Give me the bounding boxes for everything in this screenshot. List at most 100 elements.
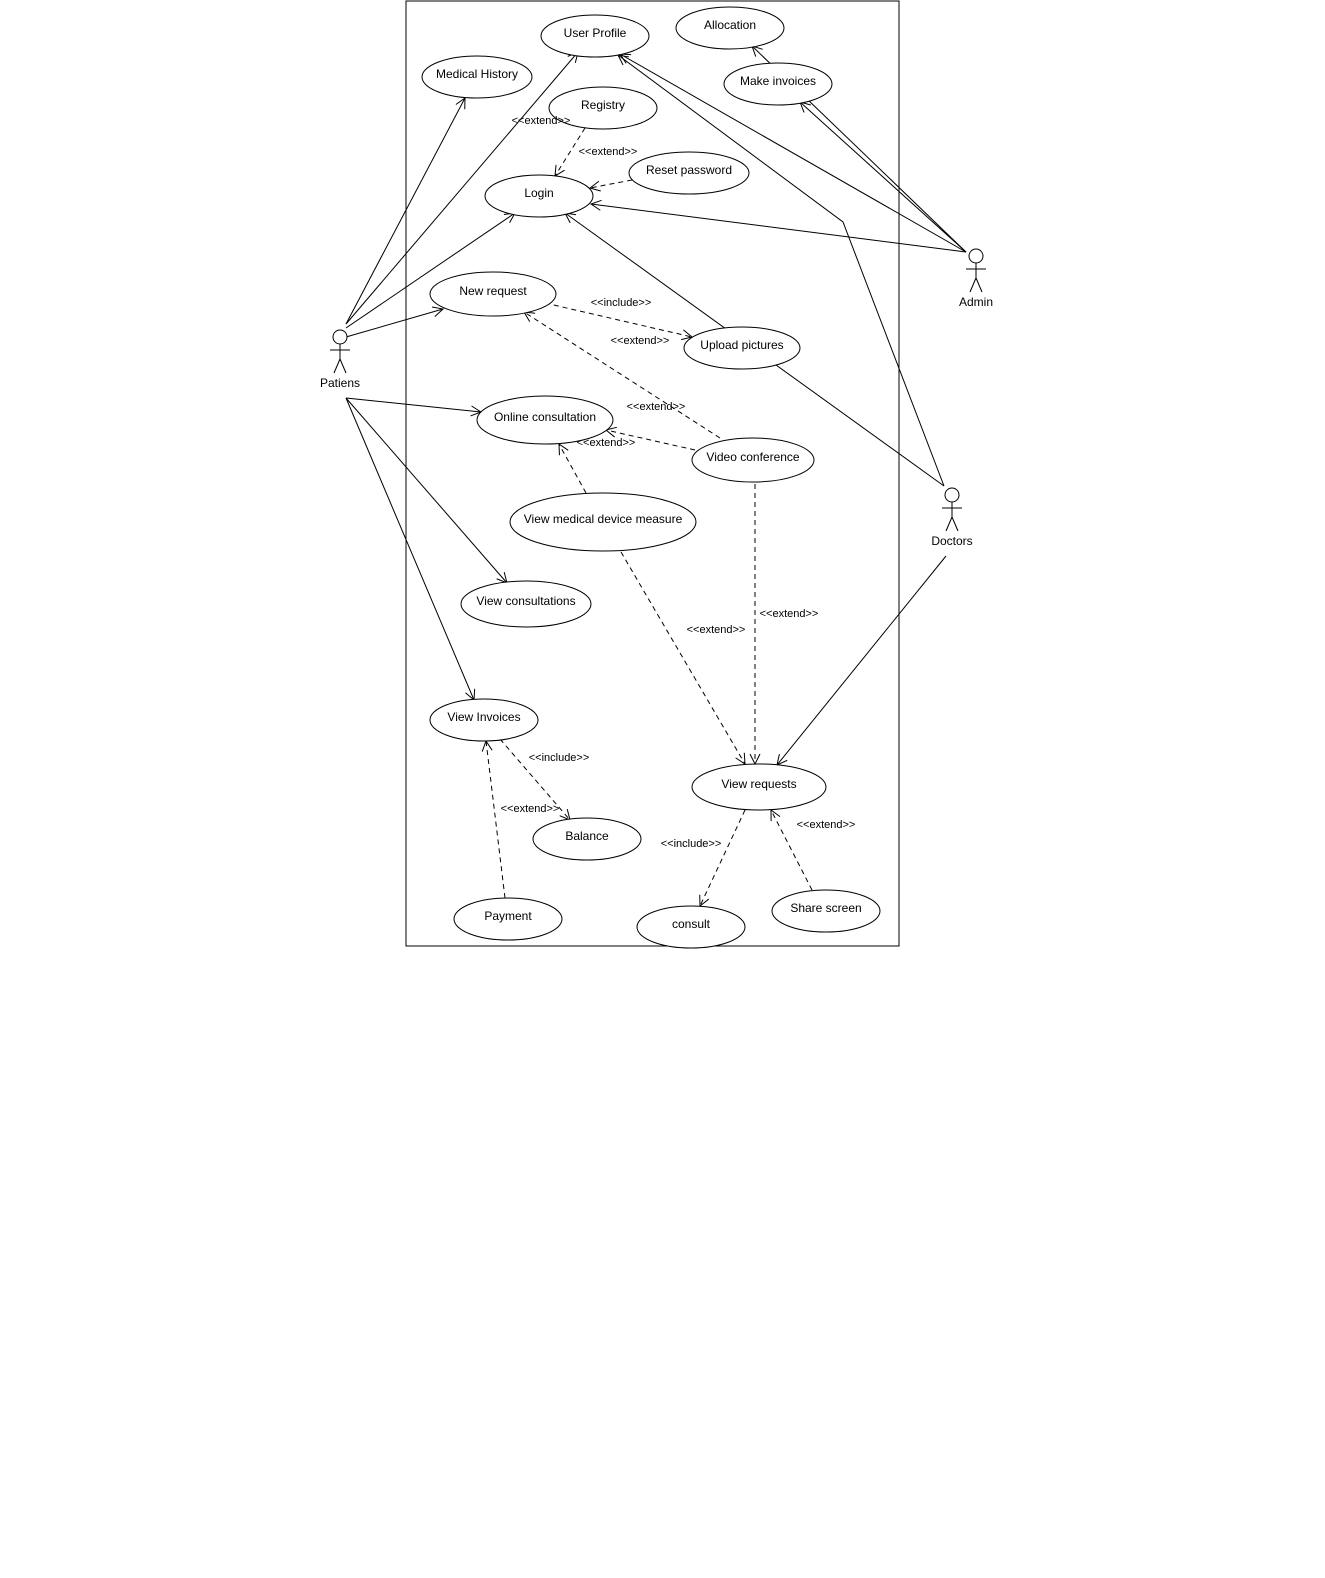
actor-admin: Admin [959,248,993,309]
relation-association-doctor-to-user-profile [618,55,945,487]
use-case-label: View requests [721,777,796,791]
relation-extend-payment-to-view-invoices [486,741,506,899]
use-case-ellipse [691,763,827,811]
stereotype-label: <<extend>> [760,608,819,620]
use-case-ellipse [429,698,539,742]
use-case-ellipse [453,897,563,941]
use-case-ellipse [421,55,533,99]
use-case-ellipse [460,580,592,628]
use-case-ellipse [532,817,642,861]
use-case-ellipse [548,86,658,130]
use-case-balance: Balance [532,817,642,861]
use-case-view-requests: View requests [691,763,827,811]
relation-association-admin-to-make-invoices [800,102,967,253]
relation-extend-share-screen-to-view-requests [771,810,813,891]
use-case-label: New request [459,284,527,298]
stereotype-label: <<include>> [661,838,722,850]
use-case-label: Login [524,186,553,200]
relation-association-admin-to-user-profile [620,54,967,253]
use-case-view-invoices: View Invoices [429,698,539,742]
relation-include-view-requests-to-consult [700,809,746,906]
stereotype-label: <<include>> [529,752,590,764]
use-case-new-request: New request [429,271,557,317]
use-case-user-profile: User Profile [540,14,650,58]
use-case-payment: Payment [453,897,563,941]
actor-doctor: Doctors [931,487,973,548]
stereotype-label: <<extend>> [611,335,670,347]
use-case-ellipse [675,6,785,50]
use-case-label: User Profile [564,26,627,40]
use-case-label: Online consultation [494,410,596,424]
relation-association-patient-to-user-profile [345,52,578,325]
use-case-ellipse [636,905,746,949]
relation-association-patient-to-view-consultations [345,397,507,583]
labels-layer: <<extend>> <<include>> <<extend>> <<extend>… [501,115,856,850]
use-case-label: Make invoices [740,74,816,88]
use-case-label: Upload pictures [700,338,783,352]
use-case-registry: Registry [548,86,658,130]
use-case-medical-history: Medical History [421,55,533,99]
actor-label: Admin [959,295,993,309]
relation-association-patient-to-new-request [345,309,443,338]
use-case-label: Allocation [704,18,756,32]
stereotype-label: <<extend>> [579,146,638,158]
use-case-label: View Invoices [447,710,520,724]
relation-association-patient-to-login [345,213,515,329]
stick-figure-icon [942,487,962,532]
relation-include-new-request-to-upload-pictures [544,302,692,337]
stereotype-label: <<extend>> [501,803,560,815]
use-case-ellipse [691,437,815,483]
stereotype-label: <<extend>> [687,624,746,636]
use-case-label: Video conference [706,450,800,464]
actor-label: Patiens [320,376,360,390]
relation-extend-view-medical-device-to-view-requests [620,551,745,764]
actor-patient: Patiens [320,329,360,390]
stick-figure-icon [966,248,986,293]
use-case-video-conference: Video conference [691,437,815,483]
use-case-ellipse [509,492,697,552]
actor-label: Doctors [931,534,972,548]
relation-extend-video-conference-to-online-consultation [606,430,696,451]
use-case-view-medical-device: View medical device measure [509,492,697,552]
stereotype-label: <<extend>> [577,437,636,449]
use-case-share-screen: Share screen [771,889,881,933]
use-case-upload-pictures: Upload pictures [683,326,801,370]
relation-association-admin-to-login [591,204,967,253]
stick-figure-icon [330,329,350,374]
stereotype-label: <<include>> [591,297,652,309]
use-case-login: Login [484,174,594,218]
relation-extend-reset-password-to-login [590,179,633,188]
stereotype-label: <<extend>> [627,401,686,413]
relation-extend-view-medical-device-to-online-consultation [559,444,587,494]
use-case-ellipse [683,326,801,370]
use-case-label: Reset password [646,163,732,177]
relation-association-patient-to-medical-history [345,98,465,325]
use-case-label: Medical History [436,67,518,81]
use-case-view-consultations: View consultations [460,580,592,628]
use-case-consult: consult [636,905,746,949]
use-case-allocation: Allocation [675,6,785,50]
use-case-label: Share screen [790,901,861,915]
use-case-ellipse [771,889,881,933]
use-case-label: Registry [581,98,625,112]
use-case-ellipse [540,14,650,58]
relation-association-patient-to-online-consultation [345,397,481,412]
use-case-ellipse [628,151,750,195]
relation-extend-registry-to-login [555,127,586,176]
system-boundary [405,0,900,947]
stereotype-label: <<extend>> [797,819,856,831]
relation-association-patient-to-view-invoices [345,397,474,700]
use-case-reset-password: Reset password [628,151,750,195]
relation-extend-video-conference-to-new-request [524,312,721,439]
use-case-online-consultation: Online consultation [476,395,614,445]
use-case-label: Balance [565,829,609,843]
use-case-ellipse [484,174,594,218]
use-case-label: View medical device measure [524,512,683,526]
use-case-ellipse [429,271,557,317]
relation-association-doctor-to-view-requests [777,555,947,765]
use-case-label: Payment [484,909,532,923]
use-case-label: View consultations [476,594,575,608]
use-case-ellipse [476,395,614,445]
use-case-make-invoices: Make invoices [723,62,833,106]
